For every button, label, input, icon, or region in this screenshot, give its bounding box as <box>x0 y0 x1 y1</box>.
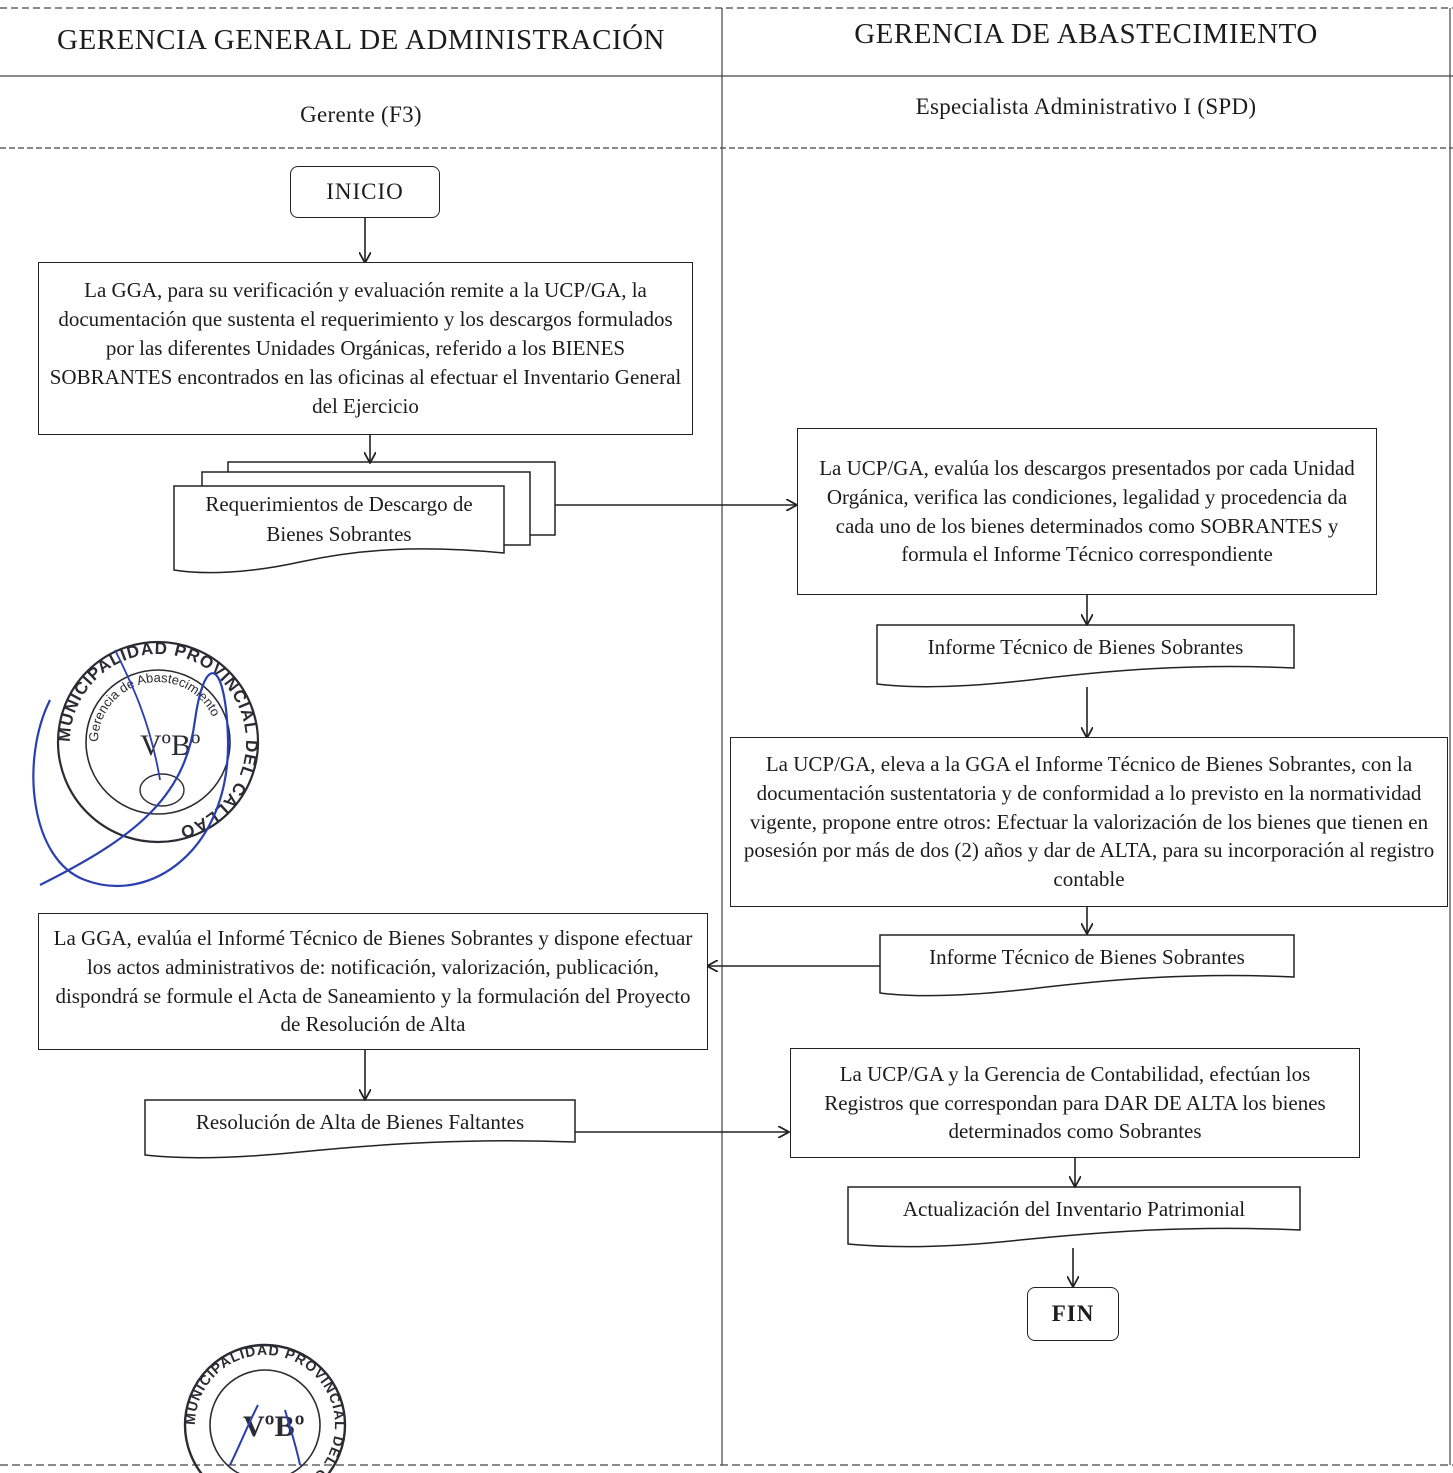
process-registros-alta: La UCP/GA y la Gerencia de Contabilidad,… <box>790 1048 1360 1158</box>
doc-informe-tecnico-1: Informe Técnico de Bienes Sobrantes <box>927 634 1244 659</box>
role-title-left: Gerente (F3) <box>300 102 422 127</box>
process-evalua-descargos: La UCP/GA, evalúa los descargos presenta… <box>797 428 1377 595</box>
resolucion-doc-shape <box>144 1099 576 1159</box>
informe-doc-2-shape <box>879 934 1295 997</box>
process-gga-evalua: La GGA, evalúa el Informé Técnico de Bie… <box>38 913 708 1050</box>
svg-text:MUNICIPALIDAD PROVINCIAL DEL C: MUNICIPALIDAD PROVINCIAL DEL CALLAO <box>182 1342 348 1473</box>
start-terminal: INICIO <box>290 166 440 218</box>
end-terminal: FIN <box>1027 1287 1119 1341</box>
doc-requerimientos-descargo: Requerimientos de Descargo de Bienes Sob… <box>205 491 473 546</box>
stamp-2-graphic: MUNICIPALIDAD PROVINCIAL DEL CALLAO VºBº <box>182 1342 348 1473</box>
process-eleva-informe: La UCP/GA, eleva a la GGA el Informe Téc… <box>730 737 1448 907</box>
connectors <box>365 218 1087 1286</box>
process-remite-documentacion: La GGA, para su verificación y evaluació… <box>38 262 693 435</box>
role-title-right: Especialista Administrativo I (SPD) <box>915 94 1257 119</box>
requerimientos-document-shape <box>173 461 556 574</box>
actualizacion-doc-shape <box>847 1186 1301 1248</box>
stamp-1-graphic: MUNICIPALIDAD PROVINCIAL DEL CALLAO Gere… <box>32 639 260 887</box>
lane-title-right: GERENCIA DE ABASTECIMIENTO <box>854 18 1318 50</box>
doc-actualizacion-inventario: Actualización del Inventario Patrimonial <box>902 1196 1246 1221</box>
informe-doc-1-shape <box>876 624 1295 688</box>
lane-title-left: GERENCIA GENERAL DE ADMINISTRACIÓN <box>57 24 665 56</box>
doc-resolucion-alta: Resolución de Alta de Bienes Faltantes <box>195 1109 525 1134</box>
doc-informe-tecnico-2: Informe Técnico de Bienes Sobrantes <box>929 944 1245 969</box>
lane-grid <box>0 7 1453 1466</box>
